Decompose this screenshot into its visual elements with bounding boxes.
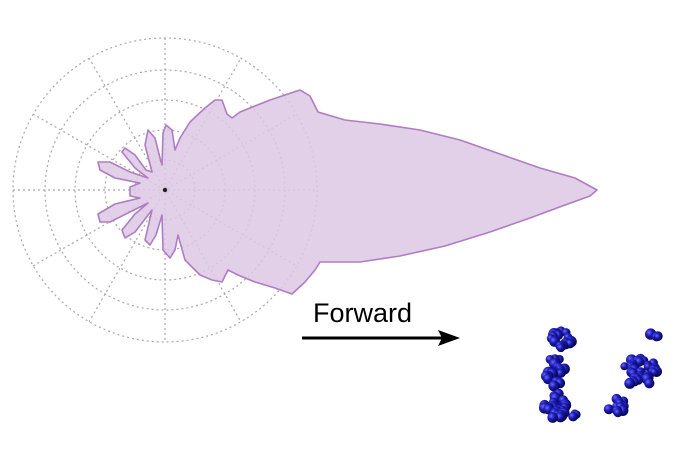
atom-sphere bbox=[620, 362, 629, 371]
grid-spoke bbox=[32, 113, 298, 267]
radiation-pattern bbox=[97, 89, 598, 295]
forward-label: Forward bbox=[313, 298, 412, 328]
atom-sphere bbox=[624, 377, 636, 389]
arrow-head bbox=[438, 330, 460, 346]
atom-sphere bbox=[555, 412, 566, 423]
atom-sphere bbox=[568, 411, 578, 422]
grid-spoke bbox=[88, 57, 242, 323]
atom-sphere bbox=[547, 412, 558, 423]
pattern-origin-dot bbox=[162, 187, 168, 193]
radiation-pattern-shape bbox=[97, 89, 598, 295]
atom-sphere bbox=[542, 373, 554, 385]
atom-sphere bbox=[653, 332, 663, 341]
atom-cluster bbox=[539, 326, 663, 423]
atom-sphere bbox=[548, 380, 560, 392]
grid-spoke bbox=[88, 57, 242, 323]
atom-sphere bbox=[603, 404, 614, 415]
atom-sphere bbox=[556, 343, 566, 353]
atom-sphere bbox=[565, 339, 575, 348]
atom-sphere bbox=[556, 368, 566, 378]
atom-sphere bbox=[644, 378, 655, 389]
atom-sphere bbox=[613, 408, 623, 418]
grid-spoke bbox=[32, 113, 298, 267]
forward-arrow bbox=[302, 330, 460, 346]
